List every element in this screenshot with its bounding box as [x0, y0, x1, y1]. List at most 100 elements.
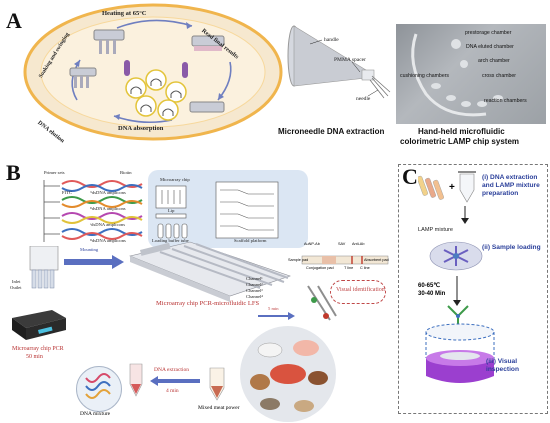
chip-top-left	[93, 29, 125, 54]
pcr-device	[12, 310, 66, 340]
arrow-head	[186, 22, 192, 29]
dna-mixture-circle	[76, 366, 122, 412]
label-channel-3: Channel³	[246, 288, 263, 293]
label-needle: needle	[356, 96, 371, 102]
extraction-arrow	[150, 376, 200, 386]
chip-right	[189, 101, 225, 113]
meat-icon	[270, 364, 306, 384]
arrow-down-icon	[461, 206, 469, 224]
label-handle: handle	[324, 37, 339, 43]
microneedle-handle	[293, 25, 367, 87]
label-lip: Lip	[168, 208, 175, 213]
arrow-heating	[116, 19, 193, 29]
microneedle-caption: Microneedle DNA extraction	[278, 127, 385, 136]
label-outlet: Outlet	[10, 285, 22, 290]
label-amplicon-b: ᴮdsDNA amplicons	[90, 206, 126, 211]
animal-icon	[130, 86, 142, 94]
panel-a-letter: A	[6, 8, 22, 33]
plus-sign: +	[449, 182, 455, 193]
arrow-down-icon	[453, 276, 461, 306]
cow-icon	[308, 371, 328, 385]
chip-chamber	[431, 83, 441, 89]
cat-icon	[294, 400, 314, 412]
label-amplicon-c: ᶜdsDNA amplicons	[90, 222, 125, 227]
chip-chamber	[446, 95, 456, 101]
chip-top-right	[191, 35, 225, 51]
animal-icon	[162, 108, 174, 116]
arrow-head	[74, 60, 80, 67]
inlet-outlet-chip	[29, 246, 59, 289]
label-pmma-spacer: PMMA spacer	[334, 57, 366, 63]
label-absorption: DNA absorption	[118, 125, 164, 132]
dna-cycle-diagram	[23, 3, 283, 141]
five-min-arrow	[258, 312, 295, 320]
chip-chamber	[451, 39, 461, 49]
panel-c-frame	[398, 164, 548, 414]
mounting-arrow	[64, 255, 124, 269]
animals-illustration	[250, 340, 328, 412]
animal-circle-2	[145, 69, 167, 91]
chip-label-prestorage: prestorage chamber	[465, 30, 512, 36]
label-scaffold: Scaffold platform	[234, 238, 267, 243]
label-microarray-chip: Microarray chip	[160, 177, 190, 182]
label-biotin: Biotin	[120, 170, 132, 175]
label-pcr-time: 50 min	[26, 354, 43, 360]
dna-strand-a	[61, 180, 143, 192]
label-lamp-mixture: LAMP mixture	[418, 227, 454, 233]
amplicon-diagram	[43, 180, 143, 242]
label-loading-buffer: Loading buffer tube	[152, 238, 189, 243]
scaffold-diagram	[155, 181, 279, 239]
label-sample-pad: Sample pad	[288, 258, 309, 262]
label-fitc: FITC	[62, 190, 72, 195]
pmma-spacer	[361, 69, 375, 81]
dna-strand-d	[61, 228, 143, 240]
dna-strand-c	[61, 212, 143, 224]
horse-icon	[250, 374, 270, 390]
label-channel-4: Channel⁴	[246, 294, 263, 299]
sample-tubes-icon	[418, 175, 444, 200]
label-pcr-device: Microarray chip PCR	[12, 346, 64, 352]
visual-identification-bubble	[330, 280, 386, 304]
chip-label-cross: cross chamber	[482, 73, 517, 79]
label-dna-mixture: DNA mixture	[80, 411, 111, 417]
label-channel-2: Channel²	[246, 282, 263, 287]
reagent-fan-icon	[447, 305, 469, 324]
label-c-line: C line	[360, 266, 370, 270]
chip-caption-line1: Hand-held microfluidic	[418, 127, 505, 136]
label-primer-sets: Primer sets	[44, 170, 65, 175]
panel-b-letter: B	[6, 160, 21, 185]
chip-left	[69, 67, 97, 88]
label-extraction-time: 4 min	[166, 388, 179, 394]
lfs-strip	[301, 255, 389, 265]
label-time: 30-40 Min	[418, 291, 446, 297]
animal-icon	[170, 90, 182, 98]
step-2-text: (ii) Sample loading	[482, 244, 541, 251]
microneedle-illustration	[287, 25, 391, 99]
lamp-tube-icon	[458, 171, 476, 203]
tube-icon	[124, 60, 130, 76]
animal-circle-1	[125, 77, 147, 99]
label-t-line: T line	[344, 266, 354, 270]
label-mounting: Mounting	[80, 247, 99, 252]
label-channel-1: Channel¹	[246, 276, 263, 281]
label-absorbent-pad: Absorbent pad	[364, 258, 389, 262]
meat-tube-icon	[209, 367, 225, 401]
chip-channel	[411, 33, 487, 117]
chip-photo	[396, 24, 546, 124]
chip-chamber	[460, 60, 468, 68]
dna-helix-icon	[85, 373, 111, 399]
panel-c-letter: C	[402, 164, 418, 189]
label-dna-extraction: DNA extraction	[154, 367, 189, 373]
incubator-device	[425, 323, 495, 383]
step-1-text: (i) DNA extraction and LAMP mixture prep…	[482, 174, 540, 197]
label-aunp: AuNP-Ab	[304, 242, 320, 246]
animal-circle-3	[165, 81, 187, 103]
label-temperature: 60-65℃	[418, 283, 441, 289]
pig-icon	[293, 340, 319, 356]
chip-chamber	[461, 101, 471, 107]
label-inlet: Inlet	[12, 279, 21, 284]
chip-caption-line2: colorimetric LAMP chip system	[400, 137, 519, 146]
chip-disc	[429, 241, 483, 271]
lfs-device	[129, 241, 291, 302]
tube-icon	[182, 62, 188, 78]
